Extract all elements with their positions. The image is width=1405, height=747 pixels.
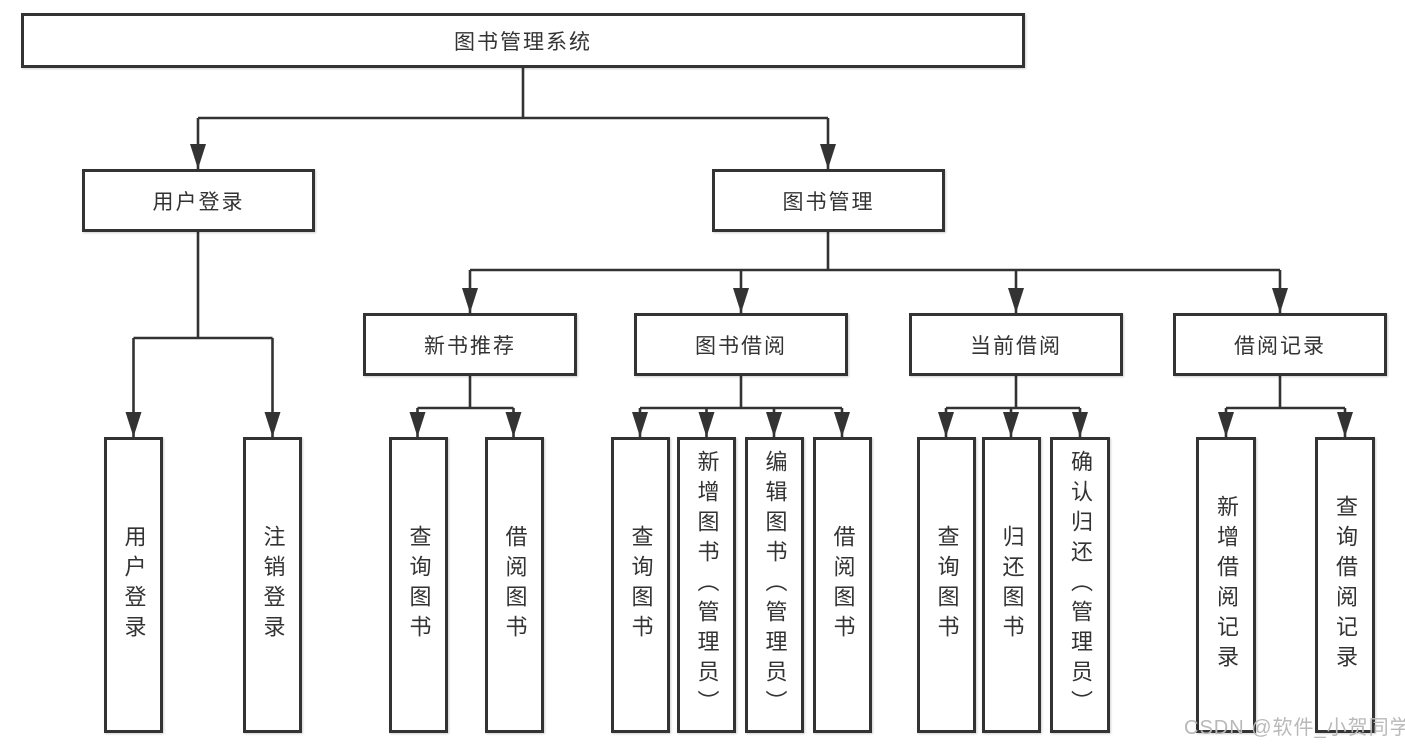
leaf-cu-return-book: 归还图书 — [982, 437, 1041, 733]
node-current-borrow: 当前借阅 — [909, 313, 1123, 376]
trunk-lines — [133, 68, 1345, 410]
leaf-logout: 注销登录 — [243, 437, 302, 733]
leaf-rc-add-record-label: 新增借阅记录 — [1214, 495, 1239, 675]
node-current-borrow-label: 当前借阅 — [970, 334, 1062, 358]
leaf-rc-query-record-label: 查询借阅记录 — [1333, 495, 1358, 675]
leaf-bw-add-book-admin-label: 新增图书（管理员） — [694, 450, 720, 720]
node-root-label: 图书管理系统 — [454, 30, 592, 54]
leaf-cu-query-book: 查询图书 — [917, 437, 976, 733]
csdn-watermark: CSDN @软件_小贺同学 — [1184, 717, 1405, 739]
node-user-login: 用户登录 — [82, 169, 315, 232]
node-book-borrow: 图书借阅 — [634, 313, 848, 376]
leaf-cu-confirm-return-admin: 确认归还（管理员） — [1050, 437, 1110, 733]
node-user-login-label: 用户登录 — [152, 190, 245, 214]
node-new-book: 新书推荐 — [363, 313, 577, 376]
leaf-nb-borrow-book: 借阅图书 — [485, 437, 544, 733]
leaf-rc-add-record: 新增借阅记录 — [1196, 437, 1256, 733]
leaf-bw-query-book-label: 查询图书 — [628, 525, 654, 645]
leaf-bw-add-book-admin: 新增图书（管理员） — [677, 437, 736, 733]
node-book-mgmt-label: 图书管理 — [782, 190, 875, 214]
leaf-cu-return-book-label: 归还图书 — [999, 525, 1025, 645]
leaf-user-login-label: 用户登录 — [121, 525, 147, 645]
leaf-rc-query-record: 查询借阅记录 — [1315, 437, 1375, 733]
leaf-nb-borrow-book-label: 借阅图书 — [502, 525, 528, 645]
leaf-nb-query-book: 查询图书 — [389, 437, 448, 733]
node-book-borrow-label: 图书借阅 — [695, 334, 787, 358]
leaf-bw-edit-book-admin: 编辑图书（管理员） — [745, 437, 804, 733]
leaf-nb-query-book-label: 查询图书 — [406, 525, 432, 645]
leaf-cu-confirm-return-admin-label: 确认归还（管理员） — [1068, 450, 1093, 720]
leaf-cu-query-book-label: 查询图书 — [934, 525, 960, 645]
node-root-system: 图书管理系统 — [21, 13, 1025, 68]
leaf-logout-label: 注销登录 — [260, 525, 286, 645]
leaf-bw-query-book: 查询图书 — [611, 437, 670, 733]
leaf-bw-borrow-book: 借阅图书 — [813, 437, 872, 733]
leaf-bw-borrow-book-label: 借阅图书 — [830, 525, 856, 645]
node-borrow-record: 借阅记录 — [1173, 313, 1387, 376]
node-borrow-record-label: 借阅记录 — [1234, 334, 1326, 358]
node-new-book-label: 新书推荐 — [424, 334, 516, 358]
node-book-mgmt: 图书管理 — [712, 169, 945, 232]
leaf-bw-edit-book-admin-label: 编辑图书（管理员） — [762, 450, 788, 720]
leaf-user-login: 用户登录 — [104, 437, 163, 733]
